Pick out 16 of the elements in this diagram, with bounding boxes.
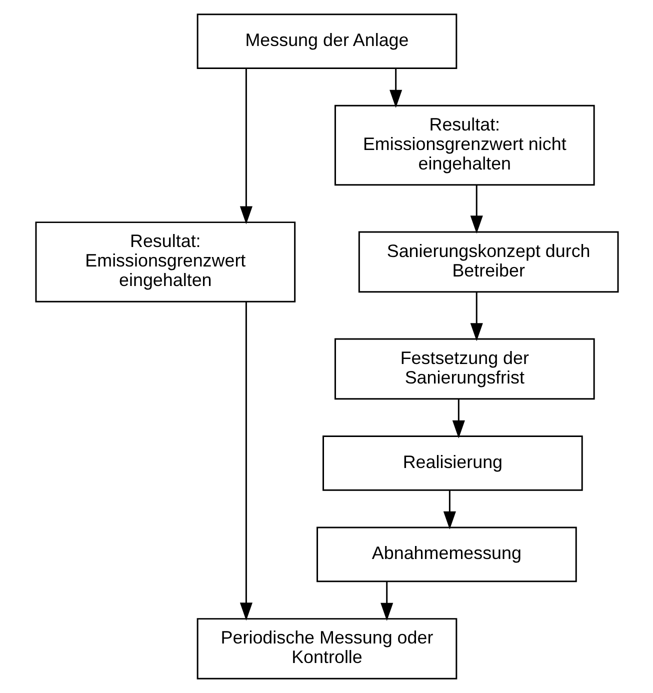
node-box: Sanierungskonzept durch Betreiber	[358, 231, 618, 293]
arrow	[380, 582, 393, 621]
arrow	[389, 68, 402, 108]
node-box: Resultat: Emissionsgrenzwert nicht eingehalten	[334, 104, 594, 186]
node-box: Realisierung	[322, 436, 582, 491]
node-box: Abnahmemessung	[316, 526, 576, 582]
arrow	[470, 292, 482, 342]
node-box: Periodische Messung oder Kontrolle	[196, 618, 457, 680]
node-box: Messung der Anlage	[196, 14, 457, 69]
node-box: Resultat: Emissionsgrenzwert eingehalten	[34, 222, 296, 302]
arrow	[470, 185, 482, 234]
arrow	[442, 490, 456, 530]
arrow	[239, 68, 252, 224]
arrow	[452, 399, 464, 438]
node-box: Festsetzung der Sanierungsfrist	[334, 338, 594, 400]
arrow	[239, 302, 252, 621]
